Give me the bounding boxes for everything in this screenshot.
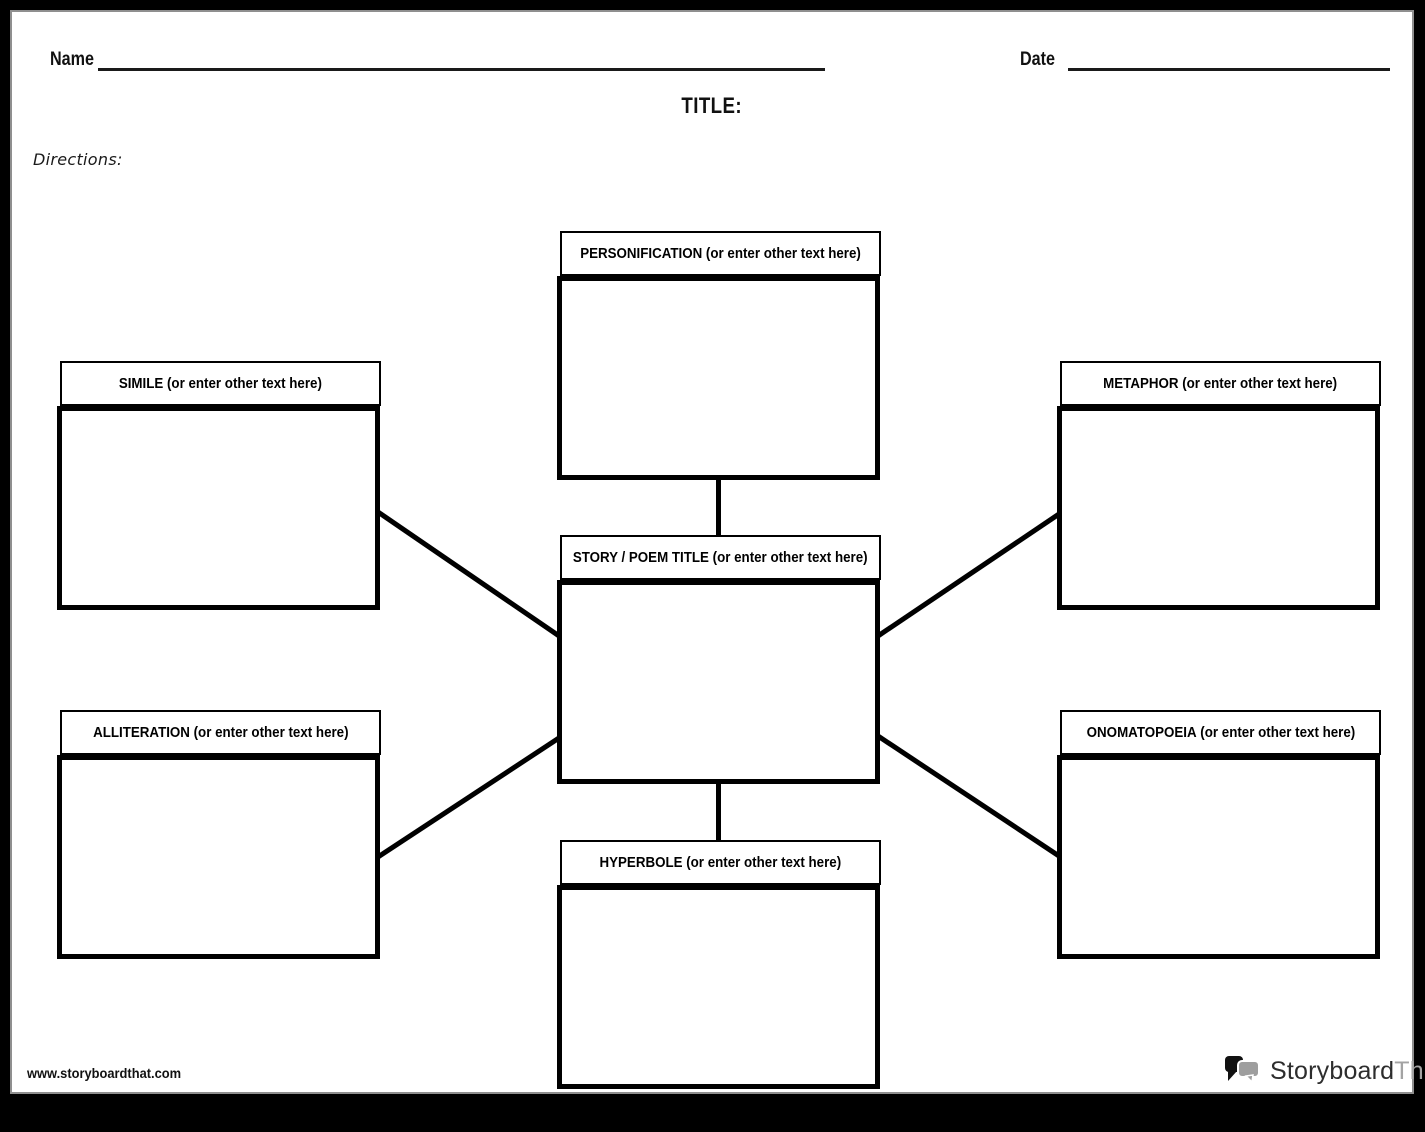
- brand-wordmark-primary: Storyboard: [1270, 1056, 1395, 1085]
- node-hint: (or enter other text here): [712, 549, 868, 566]
- node-alliteration-label[interactable]: ALLITERATION (or enter other text here): [60, 710, 381, 755]
- node-term: HYPERBOLE: [599, 854, 683, 871]
- node-hyperbole-writing-area[interactable]: [557, 885, 880, 1089]
- node-term: STORY / POEM TITLE: [573, 549, 710, 566]
- connector-simile-center: [376, 509, 564, 641]
- node-alliteration-writing-area[interactable]: [57, 755, 380, 959]
- node-hint: (or enter other text here): [167, 375, 323, 392]
- node-term: PERSONIFICATION: [580, 245, 703, 262]
- node-story-poem-title: STORY / POEM TITLE (or enter other text …: [557, 535, 881, 784]
- page-title-text: TITLE:: [681, 93, 743, 118]
- node-personification-label[interactable]: PERSONIFICATION (or enter other text her…: [560, 231, 881, 276]
- node-story-poem-title-writing-area[interactable]: [557, 580, 880, 784]
- node-term: METAPHOR: [1103, 375, 1179, 392]
- brand-wordmark: StoryboardThat: [1270, 1057, 1425, 1086]
- brand-wordmark-secondary: That: [1394, 1056, 1425, 1085]
- node-hint: (or enter other text here): [1182, 375, 1338, 392]
- node-term: ALLITERATION: [92, 724, 190, 741]
- node-simile: SIMILE (or enter other text here): [57, 361, 381, 610]
- node-onomatopoeia-writing-area[interactable]: [1057, 755, 1380, 959]
- node-hint: (or enter other text here): [193, 724, 349, 741]
- node-personification: PERSONIFICATION (or enter other text her…: [557, 231, 881, 480]
- connector-lines-svg: [376, 478, 1064, 861]
- node-onomatopoeia: ONOMATOPOEIA (or enter other text here): [1057, 710, 1381, 959]
- speech-bubbles-icon: [1225, 1056, 1260, 1084]
- node-term: SIMILE: [118, 375, 164, 392]
- node-alliteration: ALLITERATION (or enter other text here): [57, 710, 381, 959]
- date-input-line[interactable]: [1068, 68, 1390, 71]
- name-input-line[interactable]: [98, 68, 825, 71]
- node-personification-writing-area[interactable]: [557, 276, 880, 480]
- directions-label: Directions:: [33, 150, 123, 169]
- node-simile-label[interactable]: SIMILE (or enter other text here): [60, 361, 381, 406]
- node-term: ONOMATOPOEIA: [1086, 724, 1197, 741]
- date-label: Date: [1020, 49, 1056, 70]
- connector-center-metaphor: [876, 509, 1064, 639]
- node-hint: (or enter other text here): [1199, 724, 1355, 741]
- connector-alliteration-center: [376, 733, 564, 860]
- node-metaphor-label[interactable]: METAPHOR (or enter other text here): [1060, 361, 1381, 406]
- node-hint: (or enter other text here): [686, 854, 842, 871]
- node-story-poem-title-label[interactable]: STORY / POEM TITLE (or enter other text …: [560, 535, 881, 580]
- node-hint: (or enter other text here): [705, 245, 861, 262]
- node-hyperbole-label[interactable]: HYPERBOLE (or enter other text here): [560, 840, 881, 885]
- node-metaphor: METAPHOR (or enter other text here): [1057, 361, 1381, 610]
- name-label: Name: [50, 49, 94, 70]
- brand-logo: StoryboardThat: [1224, 1050, 1425, 1092]
- node-onomatopoeia-label[interactable]: ONOMATOPOEIA (or enter other text here): [1060, 710, 1381, 755]
- node-simile-writing-area[interactable]: [57, 406, 380, 610]
- worksheet-page: Name Date TITLE: Directions: PERSONIFICA…: [10, 10, 1425, 1094]
- node-metaphor-writing-area[interactable]: [1057, 406, 1380, 610]
- footer-url: www.storyboardthat.com: [27, 1065, 182, 1081]
- node-hyperbole: HYPERBOLE (or enter other text here): [557, 840, 881, 1089]
- connector-center-onomatopoeia: [876, 733, 1064, 861]
- page-title: TITLE:: [12, 93, 1412, 119]
